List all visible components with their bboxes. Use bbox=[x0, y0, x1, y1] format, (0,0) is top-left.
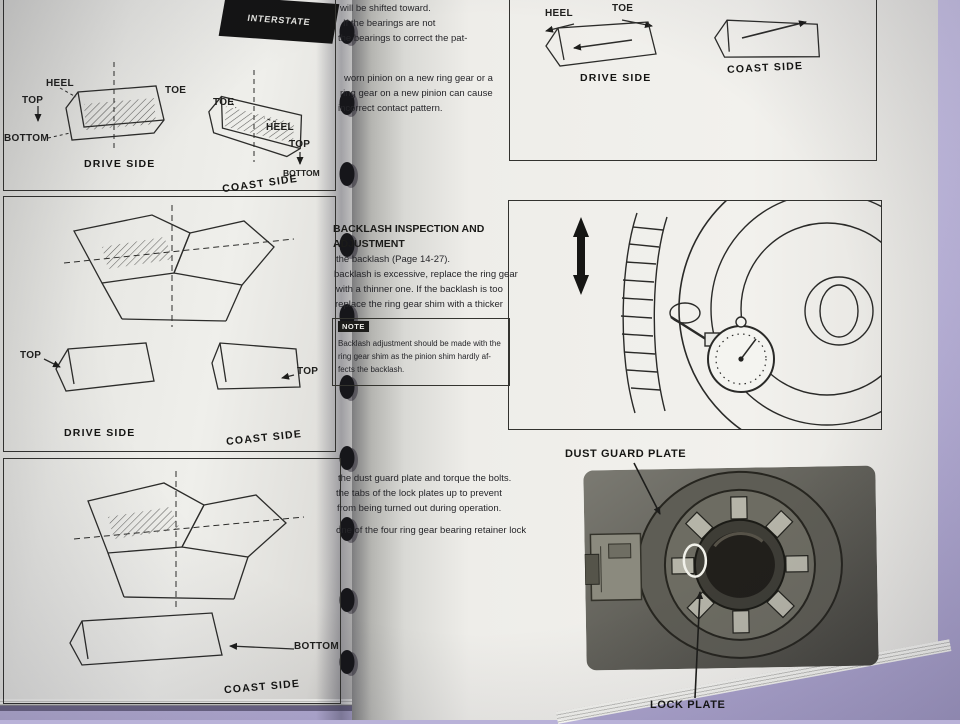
note-box bbox=[332, 318, 510, 386]
body-text-line: will be shifted toward. bbox=[340, 3, 431, 14]
label-heel: HEEL bbox=[545, 8, 573, 19]
label-toe: TOE bbox=[165, 85, 187, 96]
left-page-shadow bbox=[0, 705, 352, 711]
note-text-line: ring gear shim as the pinion shim hardly… bbox=[338, 352, 491, 361]
retainer-photo-drawing bbox=[583, 465, 879, 671]
label-toe: TOE bbox=[612, 3, 634, 14]
label-top: TOP bbox=[297, 366, 319, 377]
figure-tooth-contact-2 bbox=[3, 196, 336, 452]
caption-drive-side: DRIVE SIDE bbox=[84, 158, 156, 170]
tooth-contact-drawing-3 bbox=[69, 471, 305, 666]
caption-drive-side: DRIVE SIDE bbox=[64, 427, 136, 439]
note-label: NOTE bbox=[338, 321, 369, 332]
retainer-photo bbox=[583, 465, 879, 671]
body-text-line: one of the four ring gear bearing retain… bbox=[336, 525, 527, 536]
body-text-line: replace the ring gear shim with a thicke… bbox=[335, 299, 503, 310]
body-text-line: worn pinion on a new ring gear or a bbox=[344, 73, 493, 84]
binding-rings bbox=[339, 20, 358, 676]
body-text-line: from being turned out during operation. bbox=[337, 503, 502, 514]
label-heel: HEEL bbox=[46, 78, 74, 89]
backlash-heading-line-2: ADJUSTMENT bbox=[333, 238, 405, 250]
figure-tooth-contact-1 bbox=[3, 0, 336, 191]
left-page-edge bbox=[0, 699, 352, 705]
figure-tooth-contact-3 bbox=[3, 458, 341, 704]
body-text-line: the bearings to correct the pat- bbox=[338, 33, 468, 44]
label-top: TOP bbox=[20, 350, 42, 361]
body-text-line: the backlash (Page 14-27). bbox=[336, 254, 451, 265]
dust-guard-plate-label: DUST GUARD PLATE bbox=[565, 448, 687, 460]
heel-toe-drawing bbox=[545, 19, 821, 67]
body-text-line: If the bearings are not bbox=[343, 18, 436, 29]
body-text-line: backlash is excessive, replace the ring … bbox=[334, 269, 518, 280]
note-text-line: Backlash adjustment should be made with … bbox=[338, 339, 501, 348]
tooth-contact-drawing-2 bbox=[43, 205, 301, 392]
label-bottom: BOTTOM bbox=[283, 168, 320, 178]
label-top: TOP bbox=[22, 95, 44, 106]
body-text-line: with a thinner one. If the backlash is t… bbox=[336, 284, 503, 295]
figure-heel-toe bbox=[509, 0, 877, 161]
figure-backlash-measurement bbox=[508, 200, 882, 430]
label-heel: HEEL bbox=[266, 122, 294, 133]
body-text-line: the tabs of the lock plates up to preven… bbox=[336, 488, 502, 499]
double-arrow-icon bbox=[573, 217, 589, 295]
label-top: TOP bbox=[289, 139, 311, 150]
lock-plate-label: LOCK PLATE bbox=[650, 699, 726, 711]
body-text-line: the dust guard plate and torque the bolt… bbox=[338, 473, 512, 484]
caption-drive-side: DRIVE SIDE bbox=[580, 72, 652, 84]
note-text-line: fects the backlash. bbox=[338, 365, 405, 374]
backlash-heading-line-1: BACKLASH INSPECTION AND bbox=[333, 223, 485, 235]
tooth-contact-drawing-1 bbox=[34, 62, 304, 165]
left-page bbox=[0, 0, 352, 706]
label-toe: TOE bbox=[213, 97, 235, 108]
label-bottom: BOTTOM bbox=[294, 641, 339, 652]
body-text-line: ring gear on a new pinion can cause bbox=[340, 88, 493, 99]
body-text-line: incorrect contact pattern. bbox=[338, 103, 443, 114]
label-bottom: BOTTOM bbox=[4, 133, 49, 144]
lock-plate-highlight bbox=[682, 543, 708, 578]
dial-indicator-illustration bbox=[573, 201, 881, 429]
